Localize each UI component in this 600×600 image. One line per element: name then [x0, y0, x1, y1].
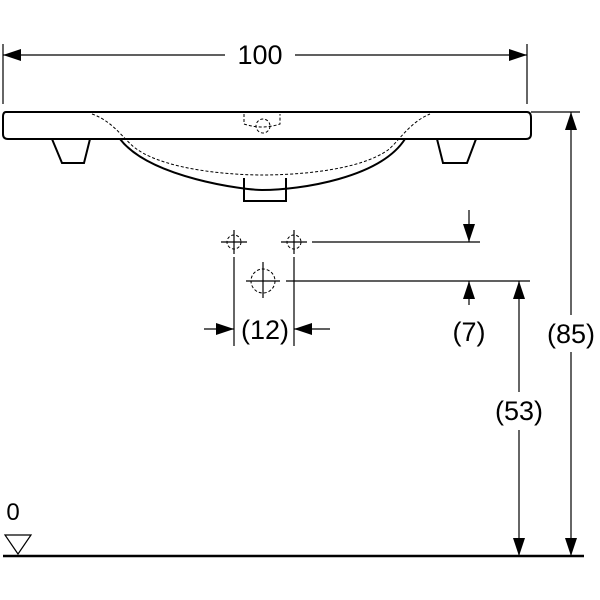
floor-level: 0 — [3, 499, 584, 558]
arrowhead-left-icon — [3, 49, 21, 61]
tap-offset-dimension: (7) — [453, 210, 486, 347]
tap-spacing-dimension: (12) — [204, 257, 330, 346]
hidden-bowl-outline — [91, 113, 431, 176]
left-tap-crosshair-icon — [221, 230, 247, 254]
arrowhead-right-icon — [509, 49, 527, 61]
right-bracket — [436, 138, 477, 164]
arrowhead-total-down-icon — [565, 538, 577, 556]
left-bracket — [51, 138, 91, 164]
arrowhead-offset-down-icon — [463, 224, 475, 242]
overall-width-label: 100 — [237, 40, 282, 70]
total-height-dimension: (85) — [531, 111, 595, 556]
hidden-tap-ledge — [243, 114, 281, 128]
tap-spacing-label: (12) — [241, 315, 289, 345]
waste-height-dimension: (53) — [495, 281, 543, 556]
level-marker-icon — [3, 534, 33, 556]
bowl-underside — [119, 138, 406, 192]
waste-crosshair-icon — [246, 262, 280, 298]
right-tap-crosshair-icon — [281, 230, 307, 254]
total-height-label: (85) — [547, 319, 595, 349]
arrowhead-offset-up-icon — [463, 281, 475, 299]
arrowhead-total-up-icon — [565, 112, 577, 130]
hidden-tap-hole — [255, 118, 271, 134]
connection-points — [221, 230, 530, 298]
floor-level-label: 0 — [6, 499, 19, 526]
arrowhead-spacing-left-icon — [216, 323, 234, 335]
tap-offset-label: (7) — [453, 317, 486, 347]
washbasin-body — [1, 111, 532, 202]
countertop-slab — [1, 111, 532, 140]
overall-width-dimension: 100 — [2, 40, 528, 104]
arrowhead-spacing-right-icon — [294, 323, 312, 335]
waste-outlet — [243, 178, 287, 202]
arrowhead-waste-down-icon — [513, 538, 525, 556]
waste-height-label: (53) — [495, 396, 543, 426]
arrowhead-waste-up-icon — [513, 281, 525, 299]
